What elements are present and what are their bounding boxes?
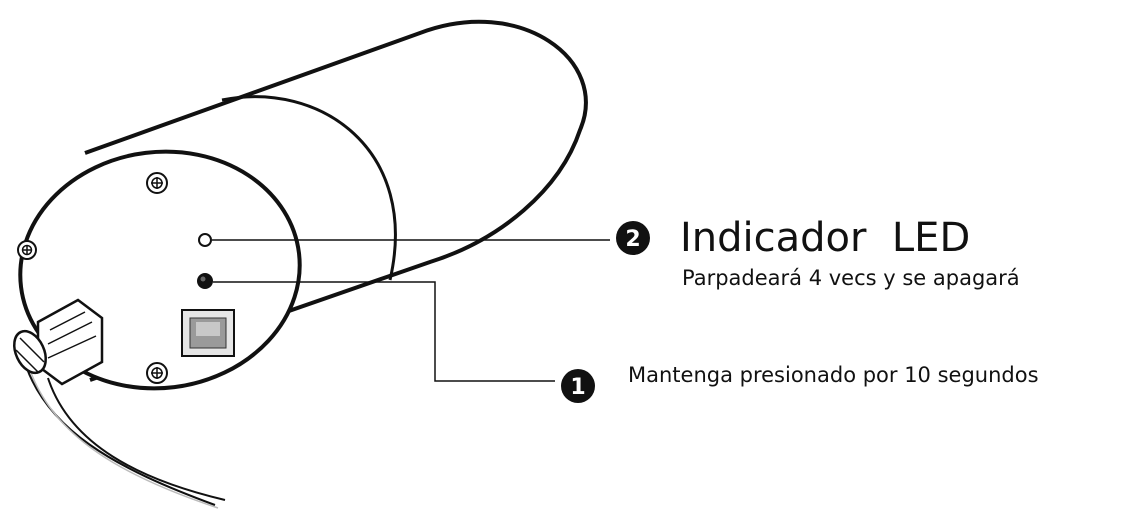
reset-instruction-text: Mantenga presionado por 10 segundos xyxy=(628,363,1039,387)
led-indicator xyxy=(198,233,212,247)
screw-icon xyxy=(17,240,37,260)
power-cable xyxy=(21,351,226,509)
step-1-badge: 1 xyxy=(561,369,595,403)
led-indicator-subtitle: Parpadeará 4 vecs y se apagará xyxy=(682,266,1020,290)
screw-icon xyxy=(146,362,168,384)
led-indicator-title: Indicador LED xyxy=(680,215,970,261)
step-2-badge: 2 xyxy=(616,221,650,255)
reset-button xyxy=(197,273,213,289)
svg-text:1: 1 xyxy=(570,375,585,400)
ethernet-port xyxy=(181,309,235,357)
button-leader-line xyxy=(213,281,555,382)
body-seam xyxy=(221,95,397,281)
svg-text:2: 2 xyxy=(625,227,640,252)
screw-icon xyxy=(146,172,168,194)
cable-gland xyxy=(13,298,104,386)
